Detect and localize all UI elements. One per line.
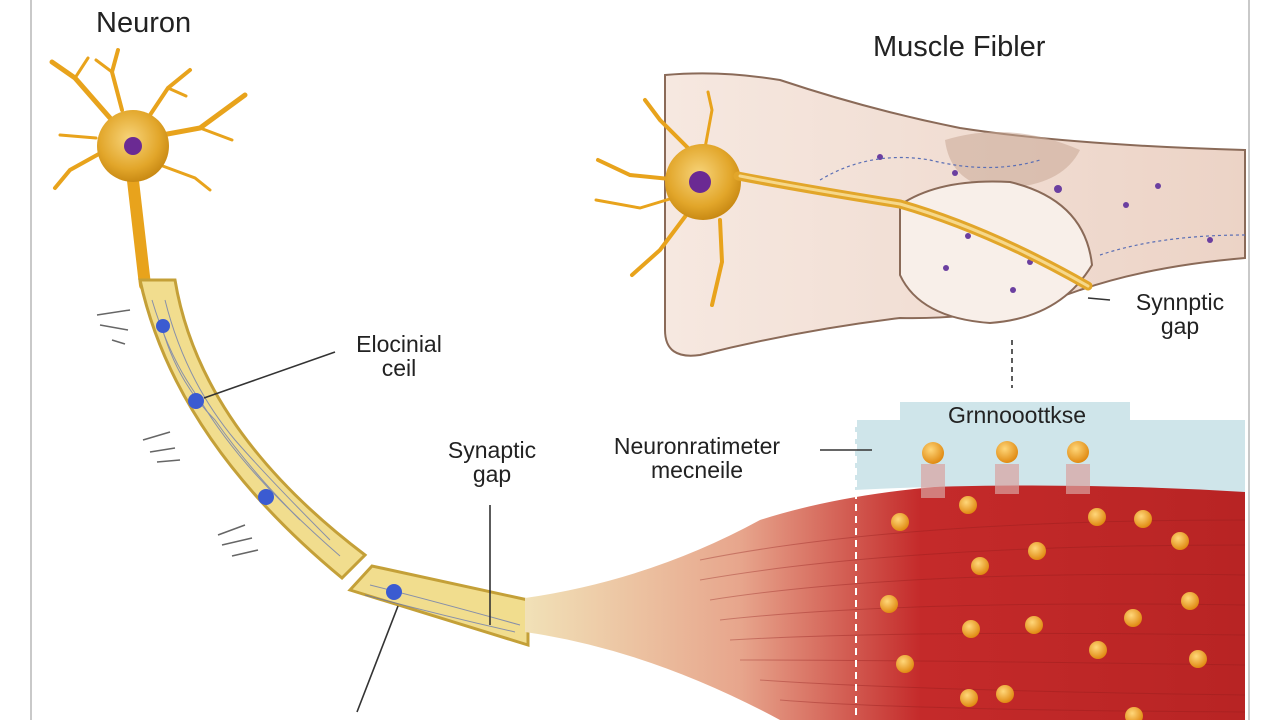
electrical-cell-line-2: ceil (381, 355, 417, 382)
leader-bottom (356, 605, 399, 713)
membrane-receptors (921, 441, 1090, 498)
electrical-cell-label: Elocinial ceil (336, 332, 462, 380)
leader-synaptic-gap-fiber (1087, 297, 1111, 301)
synaptic-gap-axon-line-1: Synaptic (447, 437, 537, 463)
leader-lines (203, 297, 1111, 713)
axon-segment-1 (138, 278, 368, 581)
synaptic-gap-fiber-line-2: gap (1160, 313, 1200, 340)
synaptic-gap-fiber-line-1: Synnptic (1135, 289, 1225, 315)
membrane-box-label: Grnnooottkse (947, 402, 1087, 428)
neuron-title: Neuron (96, 7, 192, 39)
membrane-box (855, 402, 1245, 492)
muscle-vesicles (880, 496, 1207, 720)
fiber-dots (877, 154, 1213, 293)
fiber-dashed-tracks (819, 156, 1246, 256)
axon-dashes (96, 309, 259, 557)
right-dendrites (594, 90, 725, 307)
neurotransmitter-line-2: mecneile (650, 457, 744, 484)
neurotransmitter-line-1: Neuronratimeter (613, 433, 781, 459)
axon-segment-2 (347, 564, 530, 648)
muscle-striations (699, 519, 1246, 713)
left-dendrites (49, 48, 248, 291)
neurotransmitter-label: Neuronratimeter mecneile (582, 434, 812, 482)
left-neuron (49, 48, 530, 648)
right-neuron (594, 90, 1093, 307)
synaptic-gap-fiber-label: Synnptic gap (1112, 290, 1248, 338)
electrical-cell-line-1: Elocinial (356, 331, 442, 357)
fiber-shading (945, 132, 1080, 189)
synaptic-gap-axon-line-2: gap (472, 461, 512, 488)
right-nucleus (689, 171, 711, 193)
axon-filaments (151, 299, 521, 633)
leader-electrical-cell (203, 351, 336, 399)
muscle-fiber-title: Muscle Fibler (873, 31, 1046, 63)
diagram-frame (30, 0, 1250, 720)
left-nucleus (124, 137, 142, 155)
synaptic-gap-axon-label: Synaptic gap (428, 438, 556, 486)
muscle-tissue (525, 402, 1246, 720)
axon-nuclei (156, 319, 402, 600)
